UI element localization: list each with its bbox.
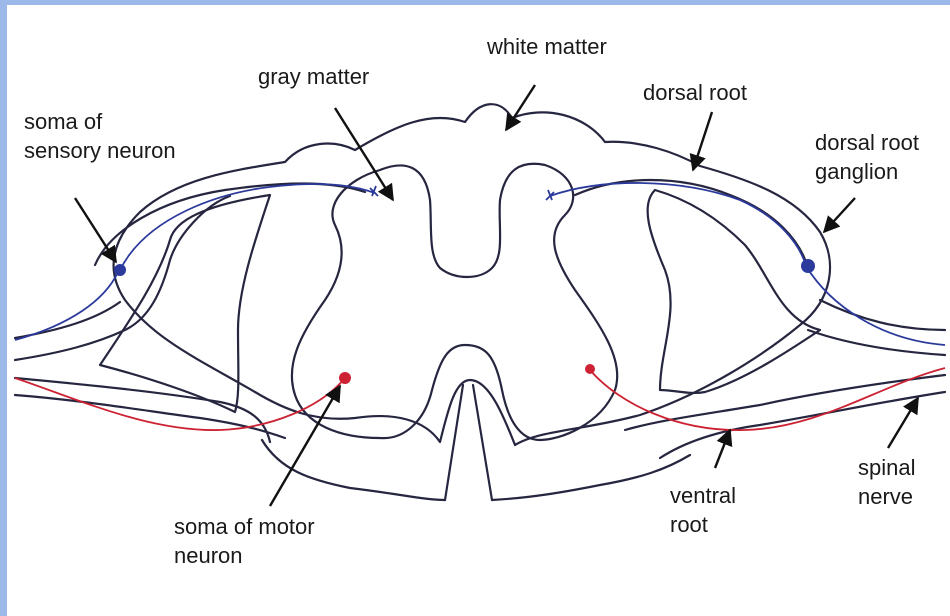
label-dorsal-root-ganglion: dorsal root ganglion: [815, 128, 919, 186]
right-motor-axon: [590, 368, 945, 430]
right-sensory-soma: [801, 259, 815, 273]
left-motor-soma: [339, 372, 351, 384]
left-ventral-root-bottom: [262, 440, 445, 500]
arrow-soma-sensory: [75, 198, 116, 262]
label-ventral-root: ventral root: [670, 481, 736, 539]
arrow-spinal-nerve: [888, 398, 918, 448]
left-sensory-soma: [114, 264, 126, 276]
white-matter-outline: [114, 104, 830, 445]
spinal-nerve-line1: spinal: [858, 453, 915, 482]
right-sensory-axon-lower: [806, 266, 945, 345]
label-gray-matter: gray matter: [258, 62, 369, 91]
gray-matter-outline: [292, 164, 617, 440]
label-spinal-nerve: spinal nerve: [858, 453, 915, 511]
right-sensory-axon: [550, 183, 806, 266]
soma-sensory-line1: soma of: [24, 107, 176, 136]
arrow-dorsal-root-ganglion: [824, 198, 855, 232]
soma-motor-line1: soma of motor: [174, 512, 315, 541]
dorsal-root-ganglion-line1: dorsal root: [815, 128, 919, 157]
ventral-root-line2: root: [670, 510, 736, 539]
right-inner-bundle: [648, 190, 820, 393]
arrow-ventral-root: [715, 430, 730, 468]
label-white-matter: white matter: [487, 32, 607, 61]
label-soma-motor: soma of motor neuron: [174, 512, 315, 570]
arrow-soma-motor: [270, 386, 340, 506]
left-sensory-axon-lower: [15, 272, 118, 340]
arrow-white-matter: [506, 85, 535, 130]
left-motor-axon: [15, 378, 345, 430]
left-root-lines-2: [15, 196, 230, 360]
median-fissure-right: [473, 385, 492, 500]
right-ventral-root-bottom: [492, 455, 690, 500]
label-soma-sensory: soma of sensory neuron: [24, 107, 176, 165]
arrow-dorsal-root: [693, 112, 712, 170]
left-root-lines-3: [15, 395, 285, 438]
ventral-root-line1: ventral: [670, 481, 736, 510]
median-fissure-left: [445, 385, 463, 500]
soma-sensory-line2: sensory neuron: [24, 136, 176, 165]
soma-motor-line2: neuron: [174, 541, 315, 570]
dorsal-root-text: dorsal root: [643, 78, 747, 107]
white-matter-text: white matter: [487, 32, 607, 61]
right-motor-soma: [585, 364, 595, 374]
gray-matter-text: gray matter: [258, 62, 369, 91]
right-root-lines-1: [820, 300, 945, 330]
spinal-nerve-line2: nerve: [858, 482, 915, 511]
label-dorsal-root: dorsal root: [643, 78, 747, 107]
dorsal-root-ganglion-line2: ganglion: [815, 157, 919, 186]
